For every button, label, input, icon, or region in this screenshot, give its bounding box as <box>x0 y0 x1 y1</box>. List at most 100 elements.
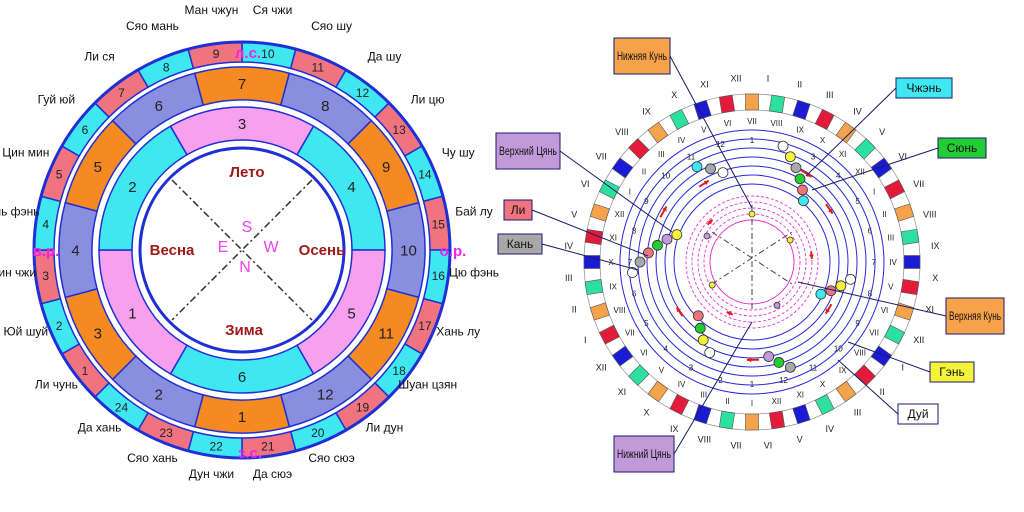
solar-term-name: Чу шу <box>442 145 475 159</box>
blue-orbit <box>646 156 858 368</box>
ring-square <box>647 121 669 144</box>
solar-term-name: Юй шуй <box>4 325 49 339</box>
ring-square <box>900 279 920 296</box>
roman-numeral: XII <box>730 74 741 84</box>
roman-numeral: IV <box>826 424 835 434</box>
arrow-head <box>676 307 682 313</box>
solar-term-name: Цю фэнь <box>449 266 499 280</box>
roman-numeral-inner: V <box>888 282 894 291</box>
arabic-numeral: 8 <box>868 290 873 299</box>
solar-term-name: Ли дун <box>366 421 404 435</box>
roman-numeral-inner: IV <box>678 380 686 389</box>
roman-numeral-inner: VII <box>869 329 879 338</box>
trigram-dot <box>627 267 638 278</box>
roman-numeral-inner: I <box>751 399 753 408</box>
trigram-wheel: IIIIIIIVVVIVIIVIIIIXXXIXIIIIIIIIIVVVIVII… <box>495 37 1005 473</box>
roman-numeral-inner: III <box>700 390 707 399</box>
middle-ring-number: 12 <box>317 387 334 404</box>
callout-leader <box>805 87 897 177</box>
trigram-dot <box>763 351 775 362</box>
arabic-numeral: 6 <box>868 226 873 235</box>
roman-numeral-inner: X <box>820 380 826 389</box>
solar-term-name: Сяо сюэ <box>308 451 354 465</box>
callout-leader <box>531 209 649 257</box>
roman-numeral-inner: XII <box>855 167 865 176</box>
compass-n: N <box>239 259 251 276</box>
ring-square <box>745 413 759 431</box>
solar-term-name: Дун чжи <box>189 467 234 481</box>
roman-numeral: I <box>584 335 587 345</box>
solar-term-name: Цин мин <box>2 145 49 159</box>
roman-numeral-inner: XII <box>772 397 782 406</box>
solar-term-name: Хань лу <box>436 325 480 339</box>
outer-ring-number: 22 <box>209 440 223 454</box>
inner-ring-number: 4 <box>347 179 355 196</box>
trigram-dot <box>784 361 796 373</box>
arabic-numeral: 3 <box>811 152 816 161</box>
trigram-dot <box>704 347 716 359</box>
callout-label: Верхняя Кунь <box>949 309 1001 323</box>
solar-term-name: Цзин чжи <box>0 266 36 280</box>
blue-orbit <box>619 129 885 395</box>
arabic-numeral: 5 <box>855 197 860 206</box>
ring-square <box>647 380 669 403</box>
inner-ring-number: 5 <box>347 306 355 323</box>
trigram-dot <box>773 357 785 368</box>
callout-box <box>937 137 987 159</box>
callout-label: Ли <box>511 203 526 217</box>
roman-numeral: XI <box>700 79 709 89</box>
roman-numeral: IV <box>564 241 573 251</box>
arrow-head <box>828 208 833 214</box>
middle-ring-number: 10 <box>400 242 417 259</box>
trigram-dot <box>798 195 809 207</box>
callout-label: Сюнь <box>947 141 978 155</box>
pink-orbit <box>697 207 807 317</box>
middle-ring-number: 3 <box>94 326 102 343</box>
roman-numeral-inner: V <box>701 126 707 135</box>
trigram-dot <box>835 280 847 292</box>
roman-numeral-inner: II <box>882 210 886 219</box>
trigram-dot <box>794 173 806 185</box>
middle-ring-number: 9 <box>382 159 390 176</box>
roman-numeral: X <box>932 273 938 283</box>
outer-ring-number: 18 <box>392 364 406 378</box>
trigram-dot <box>703 232 711 240</box>
callout-box <box>929 361 975 383</box>
arabic-numeral: 7 <box>628 258 633 267</box>
ring-square <box>792 404 811 425</box>
ring-square <box>628 138 650 160</box>
pink-orbit <box>691 201 813 323</box>
ring-square <box>718 410 735 430</box>
callout-box <box>895 77 953 99</box>
ring-square <box>894 203 915 222</box>
compass-w: W <box>263 239 279 256</box>
outer-ring-number: 9 <box>213 47 220 61</box>
outer-ring-number: 11 <box>312 60 325 74</box>
solar-term-name: Ман чжун <box>185 3 239 17</box>
arabic-numeral: 10 <box>661 172 670 181</box>
outer-ring-number: 24 <box>115 400 129 414</box>
middle-ring-number: 11 <box>378 326 394 343</box>
roman-numeral: V <box>571 209 577 219</box>
season-summer: Лето <box>230 164 265 181</box>
roman-numeral-inner: VI <box>640 349 648 358</box>
outer-ring-number: 6 <box>82 123 89 137</box>
blue-orbit <box>673 183 831 341</box>
callout-leader <box>559 150 673 233</box>
blue-orbit <box>664 174 840 350</box>
callout-leader <box>837 359 899 415</box>
inner-ring-segment <box>169 106 315 156</box>
trigram-dot <box>748 210 756 218</box>
trigram-dot <box>691 161 703 173</box>
roman-numeral-inner: VII <box>747 117 757 126</box>
solar-term-name: Да шу <box>368 49 402 63</box>
ring-square <box>584 279 604 296</box>
roman-numeral: VIII <box>923 209 937 219</box>
ring-square <box>769 410 786 430</box>
roman-numeral-inner: V <box>659 366 665 375</box>
roman-numeral-inner: XI <box>609 234 617 243</box>
